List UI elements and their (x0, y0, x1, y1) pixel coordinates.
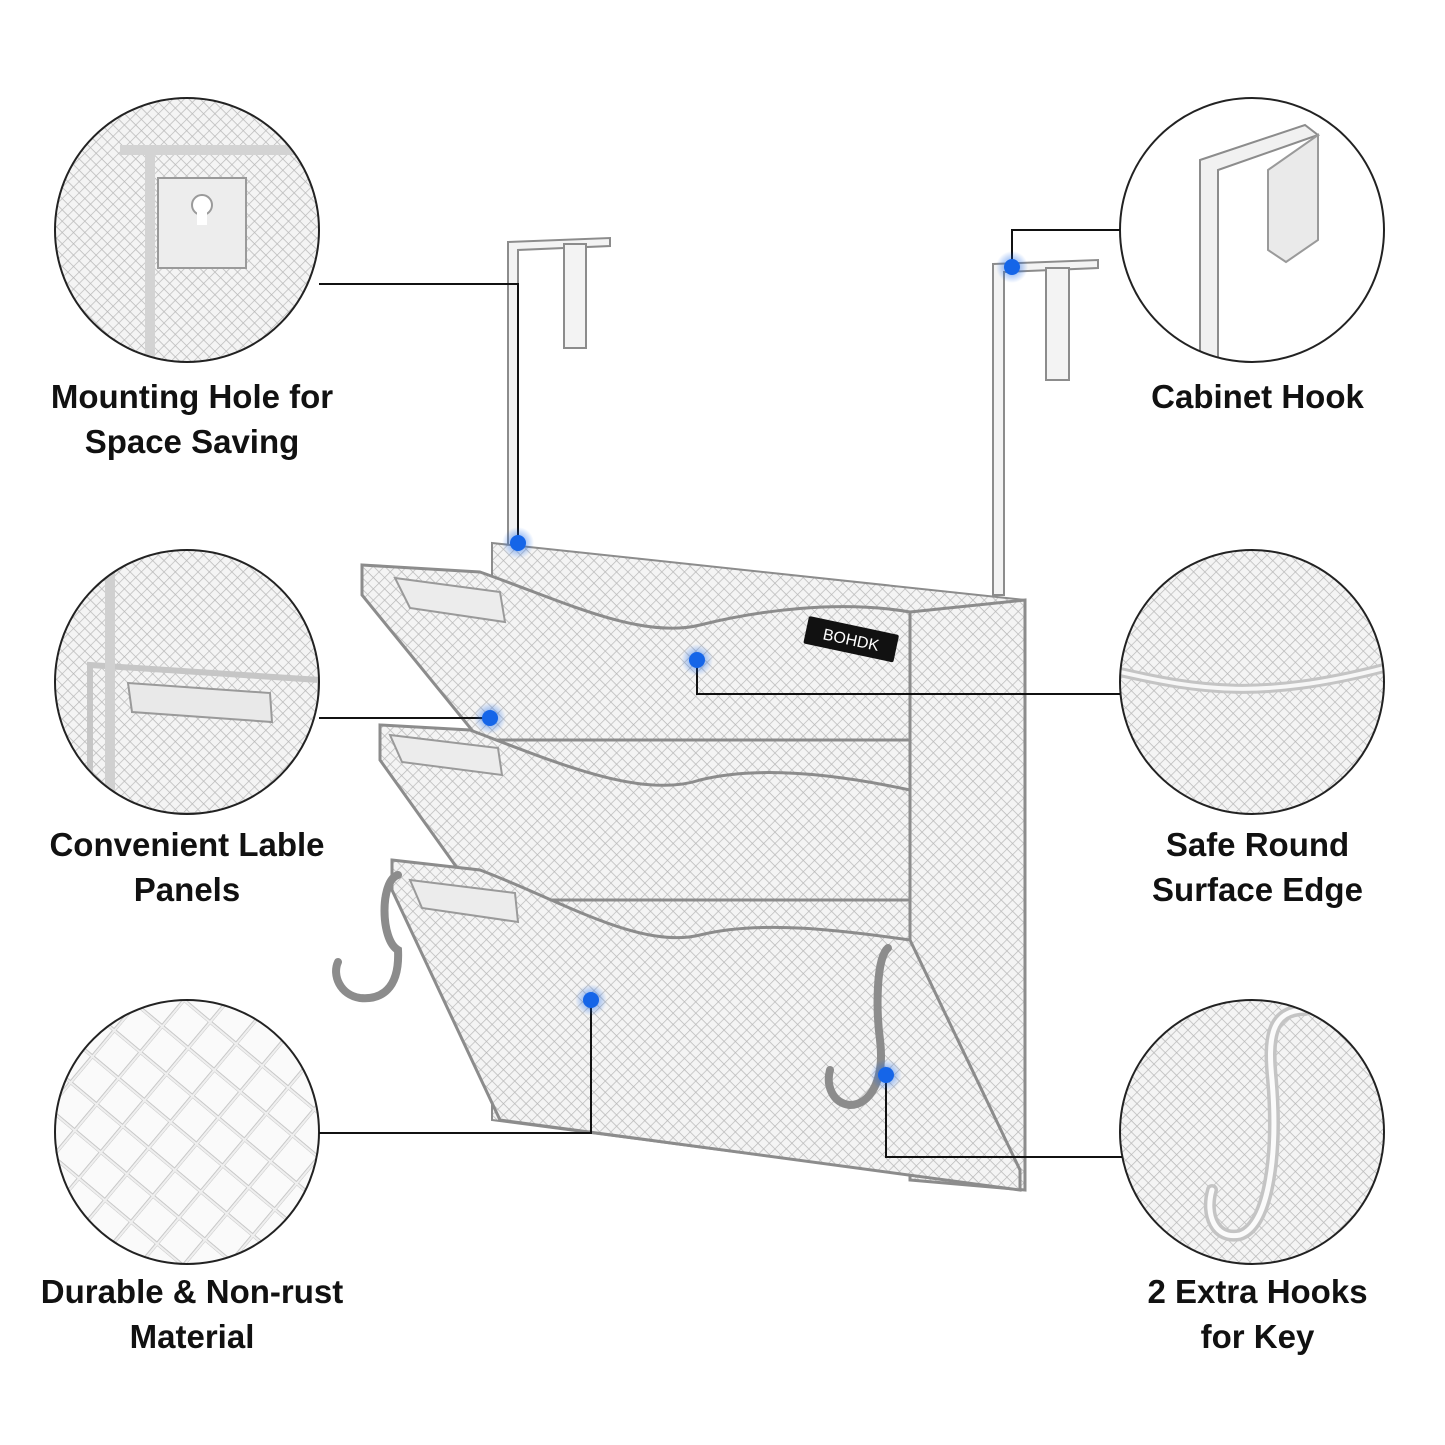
label-slots (388, 576, 520, 924)
pocket-middle (378, 723, 912, 902)
detail-label-panels (54, 549, 320, 815)
caption-line: Space Saving (84, 423, 300, 460)
caption-line: 2 Extra Hooks (1147, 1273, 1368, 1310)
callout-line-extra-hooks (885, 1075, 1122, 1158)
detail-material (54, 999, 320, 1265)
file-organizer: BOHDK (332, 236, 1099, 1192)
callout-line-material (319, 1000, 592, 1134)
right-cabinet-hook (992, 258, 1099, 596)
left-s-hook (332, 871, 403, 1003)
marker-cabinet-hook (996, 251, 1028, 283)
callout-markers (474, 251, 1028, 1091)
caption-cabinet-hook: Cabinet Hook (1085, 374, 1430, 419)
pocket-bottom (390, 858, 1022, 1192)
marker-mounting-hole (502, 527, 534, 559)
detail-cabinet-hook (1119, 97, 1385, 363)
caption-line: Panels (133, 871, 241, 908)
detail-extra-hooks (1119, 999, 1385, 1265)
caption-line: for Key (1200, 1318, 1315, 1355)
detail-mounting-hole (54, 97, 320, 363)
caption-extra-hooks: 2 Extra Hooks for Key (1085, 1269, 1430, 1359)
caption-line: Surface Edge (1152, 871, 1363, 908)
caption-material: Durable & Non-rust Material (12, 1269, 372, 1359)
caption-mounting-hole: Mounting Hole for Space Saving (17, 374, 367, 464)
caption-line: Cabinet Hook (1151, 378, 1364, 415)
marker-label-panels (474, 702, 506, 734)
callout-line-mounting-hole (319, 283, 519, 543)
caption-label-panels: Convenient Lable Panels (12, 822, 362, 912)
caption-line: Material (129, 1318, 255, 1355)
marker-material (575, 984, 607, 1016)
caption-round-edge: Safe Round Surface Edge (1085, 822, 1430, 912)
caption-line: Safe Round (1165, 826, 1350, 863)
left-cabinet-hook (507, 236, 611, 546)
caption-line: Durable & Non-rust (40, 1273, 344, 1310)
detail-round-edge (1119, 549, 1385, 815)
marker-extra-hooks (870, 1059, 902, 1091)
caption-line: Mounting Hole for (50, 378, 334, 415)
caption-line: Convenient Lable (49, 826, 325, 863)
callout-lines (319, 229, 1122, 1158)
marker-round-edge (681, 644, 713, 676)
